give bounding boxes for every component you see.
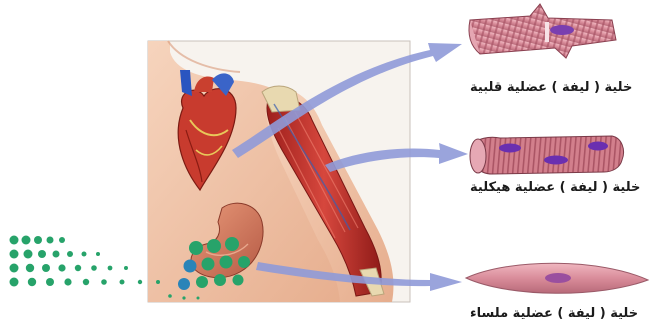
logo-dot (168, 294, 172, 298)
skeletal-muscle-cell (470, 136, 624, 174)
logo-dot (59, 237, 65, 243)
logo-dot (58, 264, 65, 271)
logo-dot (108, 266, 113, 271)
logo-dot (22, 236, 31, 245)
logo-dot (178, 278, 190, 290)
logo-dot (196, 276, 208, 288)
smooth-muscle-cell (466, 263, 648, 293)
logo-dot (75, 265, 81, 271)
logo-dot (214, 274, 226, 286)
logo-dot (156, 280, 160, 284)
logo-dot (189, 241, 203, 255)
logo-dot (220, 256, 233, 269)
cardiac-nucleus (550, 25, 574, 35)
logo-dot (10, 250, 19, 259)
logo-dot (96, 252, 100, 256)
logo-dot (225, 237, 239, 251)
label-skeletal: خلية ( ليفة ) عضلية هيكلية (470, 180, 640, 196)
logo-dot (197, 297, 200, 300)
logo-dot (64, 278, 71, 285)
logo-dot (53, 251, 60, 258)
logo-dot (138, 280, 142, 284)
logo-dot (26, 264, 34, 272)
logo-dot (101, 279, 107, 285)
logo-dot (184, 260, 197, 273)
skeletal-nucleus-3 (588, 142, 608, 151)
logo-dot (238, 256, 250, 268)
logo-dot (124, 266, 128, 270)
logo-dot (233, 275, 244, 286)
logo-dot (82, 252, 87, 257)
logo-dot (120, 280, 125, 285)
logo-dot (10, 264, 19, 273)
logo-dot (10, 236, 19, 245)
smooth-nucleus (545, 273, 571, 283)
logo-dot (10, 278, 19, 287)
label-smooth: خلية ( ليفة ) عضلية ملساء (470, 306, 638, 322)
logo-dot (207, 239, 221, 253)
cardiac-muscle-cell (469, 4, 616, 58)
logo-dot (182, 296, 185, 299)
logo-dot (202, 258, 215, 271)
logo-dot (42, 264, 50, 272)
logo-dot (91, 265, 97, 271)
logo-dot (38, 250, 46, 258)
skeletal-nucleus-2 (544, 156, 568, 165)
logo-dot (67, 251, 73, 257)
logo-dot (24, 250, 33, 259)
logo-dot (46, 278, 54, 286)
logo-dot (47, 237, 54, 244)
logo-dot (83, 279, 89, 285)
skeletal-nucleus-1 (499, 144, 521, 153)
label-cardiac: خلية ( ليفة ) عضلية قلبية (470, 80, 632, 96)
logo-dot (28, 278, 36, 286)
logo-dot (34, 236, 42, 244)
